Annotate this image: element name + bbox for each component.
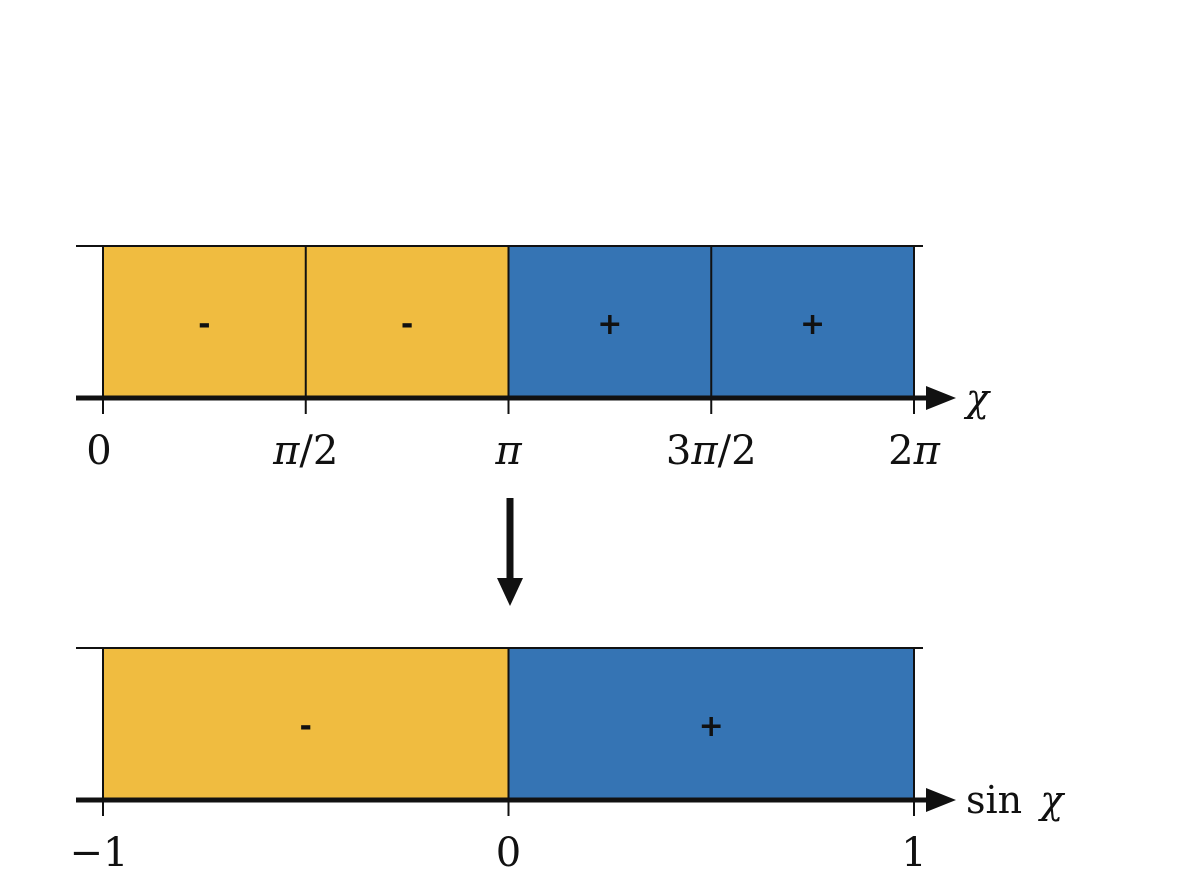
bottom-axis-arrowhead [926,788,956,812]
top-axis [76,386,956,410]
tick-prefix: 3 [666,428,691,474]
top-cell-4 [711,246,914,398]
tick-prefix: 2 [888,428,913,474]
bottom-tick-label-1: 0 [496,830,521,873]
bottom-axis-label-variable: χ [1037,778,1065,822]
tick-suffix: 0 [86,428,111,474]
tick-suffix: −1 [70,830,129,873]
tick-symbol: π [690,428,718,474]
bottom-tick-labels: −1 0 1 [70,830,927,873]
tick-symbol: π [494,428,522,474]
down-arrow-head [497,578,523,606]
tick-suffix: 0 [496,830,521,873]
tick-suffix: 1 [901,830,926,873]
top-sign-1: - [198,307,210,342]
bottom-frame [76,647,923,816]
tick-suffix: /2 [299,428,338,474]
top-cell-3 [508,246,712,398]
bottom-axis-label-prefix: sin [966,778,1022,822]
top-axis-arrowhead [926,386,956,410]
bottom-tick-label-0: −1 [70,830,129,873]
bottom-axis-label: sin χ [966,778,1065,822]
top-signs: - - + + [198,307,825,342]
top-tick-label-1: π/2 [272,428,338,474]
top-frame [76,245,923,414]
top-cell-2 [305,246,509,398]
top-tick-label-3: 3π/2 [666,428,757,474]
bottom-cell-1 [103,648,509,800]
tick-symbol: π [913,428,941,474]
top-cells [103,246,914,398]
top-axis-label: χ [963,376,991,420]
top-sign-3: + [597,307,622,342]
bottom-signs: -+ [300,709,724,744]
top-sign-2: - [401,307,413,342]
bottom-sign-1: - [300,709,312,744]
bottom-sign-2: + [699,709,724,744]
top-sign-4: + [800,307,825,342]
down-arrow-icon [497,498,523,606]
bottom-tick-label-2: 1 [901,830,926,873]
bottom-cells [103,648,914,800]
top-tick-label-2: π [494,428,522,474]
top-tick-label-4: 2π [888,428,940,474]
tick-suffix: /2 [718,428,757,474]
bottom-axis [76,788,956,812]
top-cell-1 [103,246,306,398]
top-tick-label-0: 0 [86,428,111,474]
bottom-cell-2 [508,648,914,800]
tick-symbol: π [272,428,300,474]
